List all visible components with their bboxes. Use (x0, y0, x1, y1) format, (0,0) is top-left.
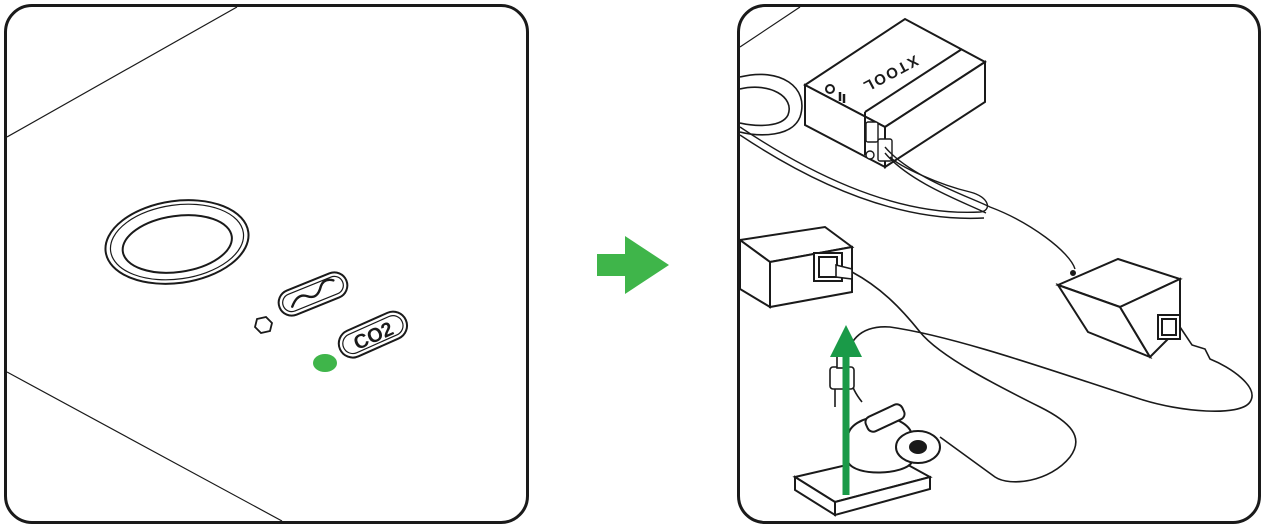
unplug-arrow-icon (830, 325, 862, 495)
power-adapter-icon (740, 225, 855, 309)
control-panel-drawing: CO2 (7, 7, 409, 521)
right-arrow-icon (597, 236, 669, 294)
status-led-off (254, 316, 273, 334)
status-led-on (313, 354, 337, 372)
co2-icon: CO2 (337, 310, 409, 359)
plug-being-removed (829, 351, 855, 407)
unplug-illustration: XTOOL (737, 4, 1261, 524)
power-adapter-icon (1055, 257, 1183, 360)
hose-coil (740, 73, 803, 136)
control-panel-illustration: CO2 (4, 4, 529, 524)
unit-cables (740, 126, 1076, 270)
surface-edge-bottom (7, 371, 283, 521)
unit-connectors (865, 121, 893, 162)
purifier-unit-icon (803, 17, 987, 169)
wave-icon (277, 271, 349, 317)
unplug-drawing: XTOOL (740, 7, 1253, 517)
power-button-icon (104, 199, 250, 285)
surface-edge-top (7, 7, 238, 138)
power-plug-icon (835, 263, 1077, 483)
socket-base (792, 403, 941, 517)
